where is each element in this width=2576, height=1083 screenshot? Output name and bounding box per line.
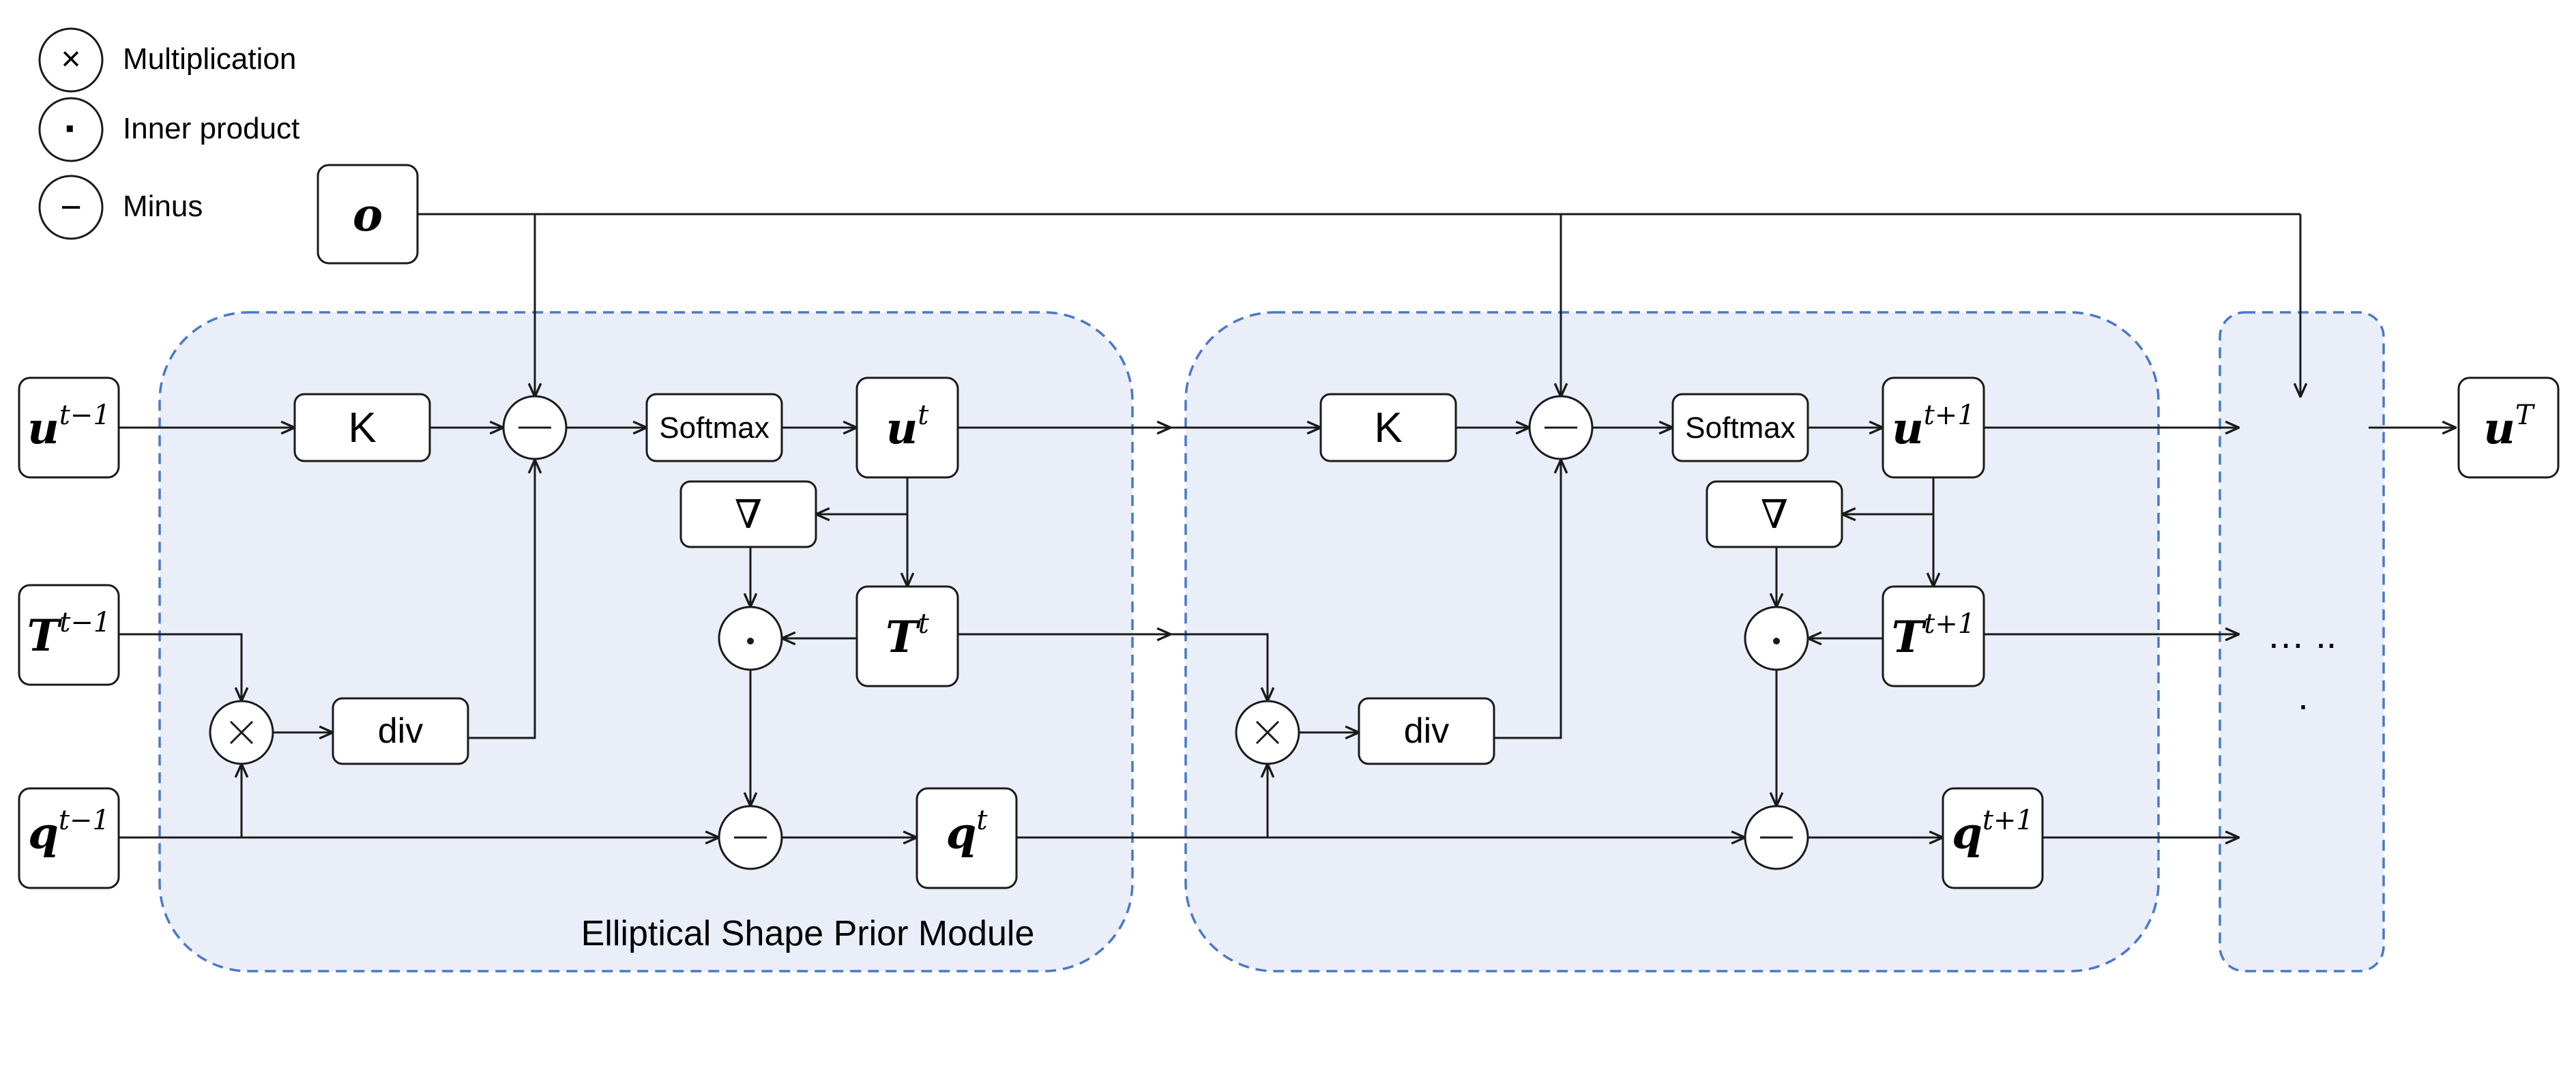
svg-text:ut−1: ut−1 (27, 400, 111, 454)
edge-T-prev-to-mult1 (119, 633, 241, 701)
node-q-t-base: q (946, 808, 977, 859)
node-q-t1-sup: t+1 (1982, 805, 2034, 836)
node-T-t-base: T (886, 612, 921, 663)
node-u-prev: ut−1 (18, 376, 120, 479)
module-2: K Softmax ut+1 ∇ Tt+1 (1235, 376, 2044, 889)
k-box-1: K (293, 393, 431, 462)
node-u-prev-sup: t−1 (59, 400, 111, 431)
node-u-t1-sup: t+1 (1924, 400, 1975, 431)
node-o: o (317, 164, 419, 265)
node-T-prev-base: T (27, 610, 63, 662)
legend-multiplication-label: Multiplication (123, 42, 296, 76)
softmax-box-2: Softmax (1671, 393, 1809, 462)
svg-text:qt: qt (946, 805, 989, 859)
softmax-box-1-label: Softmax (659, 411, 769, 445)
node-q-t: qt (916, 787, 1018, 889)
module-3-region (2219, 311, 2385, 973)
div-box-2-label: div (1404, 711, 1449, 751)
k-box-2-label: K (1374, 404, 1402, 451)
node-T-t1-sup: t+1 (1924, 608, 1975, 640)
node-T-t-sup: t (918, 608, 930, 640)
legend-minus: − Minus (38, 175, 203, 240)
node-q-t1: qt+1 (1942, 787, 2044, 889)
node-T-prev-sup: t−1 (59, 607, 111, 638)
multiplication-op-1 (209, 700, 274, 765)
node-u-t-sup: t (918, 400, 929, 431)
node-u-prev-base: u (27, 403, 59, 454)
node-o-label: o (353, 188, 383, 241)
minus-op-1 (502, 395, 568, 460)
gradient-box-1-label: ∇ (735, 491, 763, 537)
legend-multiplication: × Multiplication (38, 27, 296, 93)
node-T-t1: Tt+1 (1882, 585, 1985, 687)
node-q-prev-sup: t−1 (59, 805, 110, 836)
module-1-caption: Elliptical Shape Prior Module (581, 914, 1035, 953)
svg-text:uT: uT (2483, 400, 2536, 454)
legend-multiplication-symbol: × (61, 40, 80, 78)
node-u-t1: ut+1 (1882, 376, 1985, 479)
node-q-prev: qt−1 (18, 787, 120, 889)
node-q-t1-base: q (1952, 808, 1982, 859)
svg-text:qt−1: qt−1 (28, 805, 110, 859)
minus-op-q-1 (718, 805, 783, 870)
svg-text:Tt+1: Tt+1 (1892, 608, 1976, 663)
multiplication-op-2 (1235, 700, 1300, 765)
edge-T1-to-mult2 (958, 633, 1269, 701)
connectors (119, 213, 2456, 837)
svg-text:ut: ut (886, 400, 930, 454)
node-q-prev-base: q (28, 808, 59, 859)
gradient-box-1: ∇ (679, 480, 817, 548)
node-u-final: uT (2457, 376, 2560, 479)
svg-text:qt+1: qt+1 (1952, 805, 2034, 859)
softmax-box-1: Softmax (645, 393, 783, 462)
svg-text:Tt: Tt (886, 608, 930, 663)
node-u-final-sup: T (2515, 400, 2536, 431)
continuation-ellipsis: … .. (2267, 613, 2337, 656)
k-box-1-label: K (348, 404, 376, 451)
edge-div1-to-minus1 (468, 458, 536, 739)
legend-inner-product: · Inner product (38, 97, 299, 162)
edge-div2-to-minus2 (1494, 477, 1562, 739)
k-box-2: K (1319, 393, 1457, 462)
node-q-t-sup: t (976, 805, 988, 836)
softmax-box-2-label: Softmax (1685, 411, 1795, 445)
legend: × Multiplication · Inner product − Minus (38, 27, 299, 240)
legend-inner-product-symbol: · (63, 104, 78, 153)
module-3-continuation: … .. . (2267, 613, 2337, 717)
node-T-t1-base: T (1892, 612, 1927, 663)
inner-product-op-2 (1744, 606, 1809, 671)
node-u-t-base: u (886, 403, 918, 454)
node-T-t: Tt (855, 585, 959, 687)
node-T-prev: Tt−1 (18, 584, 120, 686)
legend-minus-symbol: − (60, 187, 82, 228)
minus-op-q-2 (1744, 805, 1809, 870)
svg-text:ut+1: ut+1 (1892, 400, 1975, 454)
div-box-1-label: div (378, 711, 423, 751)
node-u-final-base: u (2483, 403, 2515, 454)
div-box-2: div (1358, 697, 1495, 765)
gradient-box-2: ∇ (1706, 480, 1843, 548)
node-u-t: ut (855, 376, 959, 479)
legend-inner-product-label: Inner product (123, 112, 299, 145)
inner-product-op-1 (718, 606, 783, 671)
node-u-t1-base: u (1892, 403, 1924, 454)
gradient-box-2-label: ∇ (1761, 491, 1789, 537)
continuation-dot: . (2298, 674, 2309, 717)
minus-op-2 (1528, 395, 1594, 460)
div-box-1: div (332, 697, 469, 765)
legend-minus-label: Minus (123, 190, 203, 223)
svg-text:Tt−1: Tt−1 (27, 607, 111, 662)
module-1: K Softmax ut ∇ Tt (209, 376, 1035, 953)
